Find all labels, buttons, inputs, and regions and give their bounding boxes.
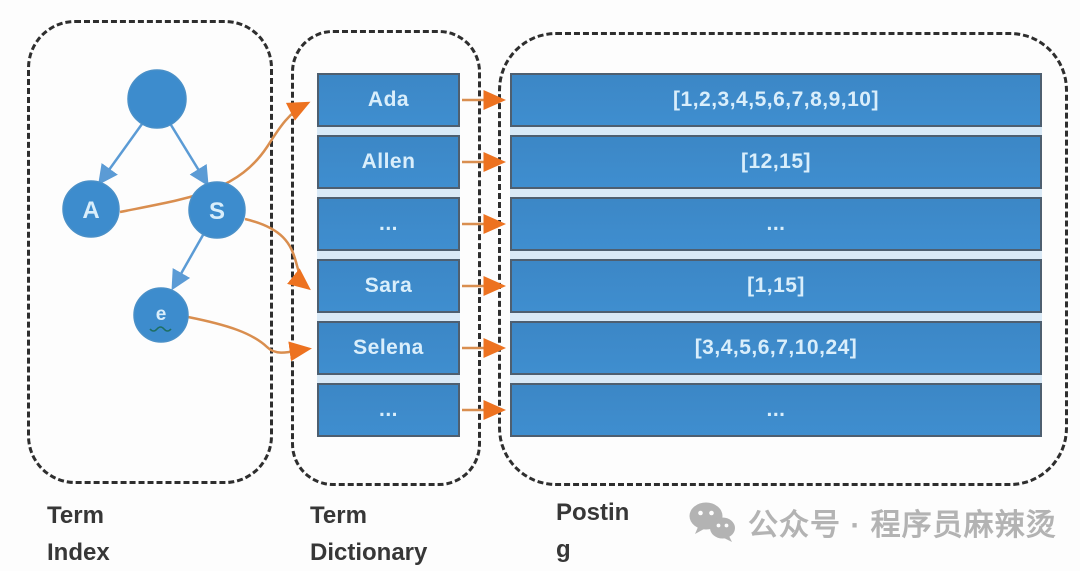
posting-row: [1,2,3,4,5,6,7,8,9,10] [510,73,1042,127]
posting-row: [1,15] [510,259,1042,313]
term-dictionary-label: Term Dictionary [310,502,428,566]
watermark-text: 公众号 · 程序员麻辣烫 [748,509,1057,542]
wechat-icon [689,502,735,542]
posting-panel [498,32,1068,486]
posting-row: ... [510,383,1042,437]
dictionary-row: ... [317,197,460,251]
posting-row: [3,4,5,6,7,10,24] [510,321,1042,375]
posting-row: [12,15] [510,135,1042,189]
dictionary-column: Ada Allen ... Sara Selena ... [317,73,460,437]
posting-label: Postin g [556,499,630,563]
dictionary-row: Sara [317,259,460,313]
term-index-label: Term Index [47,502,110,566]
dictionary-row: Allen [317,135,460,189]
term-index-panel [27,20,273,484]
dictionary-row: ... [317,383,460,437]
posting-column: [1,2,3,4,5,6,7,8,9,10] [12,15] ... [1,15… [510,73,1042,437]
dictionary-row: Selena [317,321,460,375]
dictionary-row: Ada [317,73,460,127]
posting-row: ... [510,197,1042,251]
watermark: 公众号 · 程序员麻辣烫 [688,500,1057,544]
